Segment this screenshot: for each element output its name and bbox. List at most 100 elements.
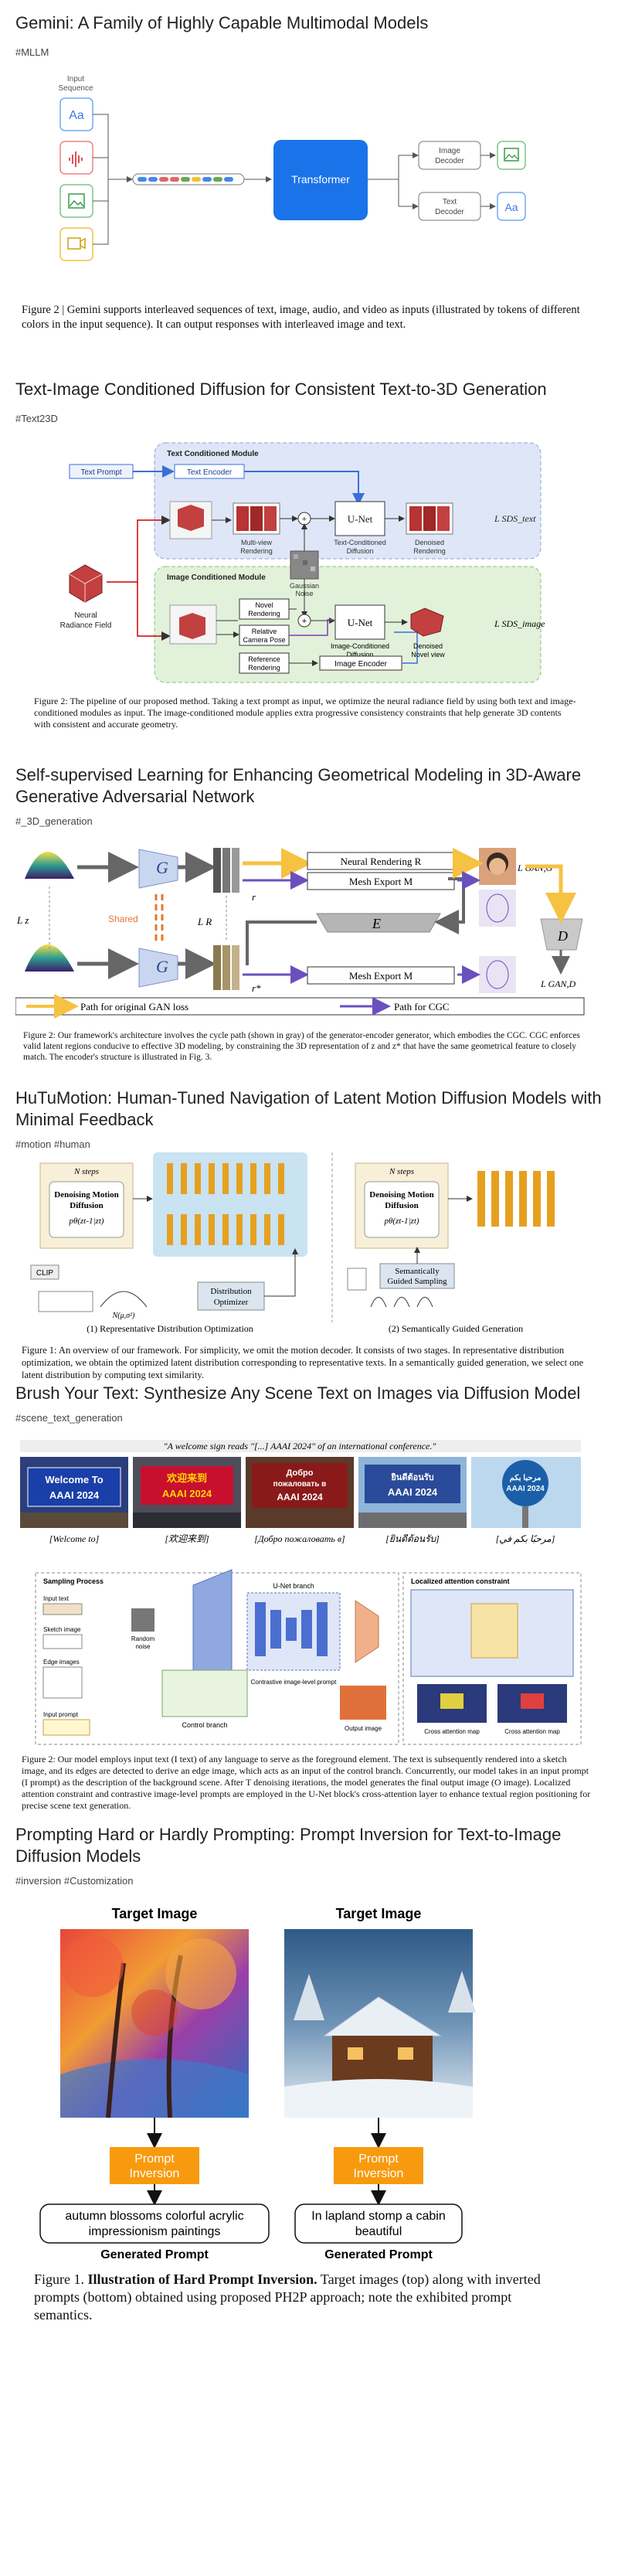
svg-text:Denoising Motion: Denoising Motion xyxy=(369,1190,433,1200)
caption-prefix: Figure 1. xyxy=(34,2271,84,2287)
svg-text:D: D xyxy=(557,928,568,944)
post-text23d: Text-Image Conditioned Diffusion for Con… xyxy=(0,371,618,761)
loss-r: L R xyxy=(197,916,212,927)
svg-text:Rendering: Rendering xyxy=(248,664,280,672)
loss-sds-image: L SDS_image xyxy=(494,618,545,629)
svg-text:Denoised: Denoised xyxy=(415,539,444,546)
generator-top xyxy=(138,849,178,889)
clip-box xyxy=(30,1264,59,1280)
svg-text:Control branch: Control branch xyxy=(182,1721,227,1729)
text-input-icon: Aa xyxy=(59,97,93,131)
caption-rest: Target images (top) along with inverted … xyxy=(34,2271,541,2322)
reference-rendering xyxy=(239,652,290,674)
face-mesh-top xyxy=(479,890,516,927)
svg-text:Mesh Export M: Mesh Export M xyxy=(349,876,413,887)
generated-motion xyxy=(477,1171,555,1227)
svg-text:"A welcome sign reads "[...] A: "A welcome sign reads "[...] AAAI 2024" … xyxy=(164,1441,437,1451)
svg-text:+: + xyxy=(302,515,307,524)
text-output-icon: Aa xyxy=(497,192,526,221)
svg-text:N steps: N steps xyxy=(73,1167,99,1176)
svg-text:Text Prompt: Text Prompt xyxy=(80,468,122,477)
svg-text:AAAI 2024: AAAI 2024 xyxy=(162,1488,212,1499)
loss-sds-text: L SDS_text xyxy=(494,513,536,524)
svg-text:Diffusion: Diffusion xyxy=(70,1201,103,1210)
svg-text:Novel: Novel xyxy=(255,601,273,609)
svg-text:Edge images: Edge images xyxy=(43,1659,80,1666)
sample-image-2: 欢迎来到 AAAI 2024 xyxy=(133,1457,241,1528)
image-output-icon xyxy=(497,141,526,170)
svg-text:r*: r* xyxy=(252,982,261,994)
sample-image-3: Добро пожаловать в AAAI 2024 xyxy=(246,1457,354,1528)
svg-text:Optimizer: Optimizer xyxy=(214,1298,249,1307)
post-tags: #inversion #Customization xyxy=(15,1875,134,1887)
svg-text:[欢迎来到]: [欢迎来到] xyxy=(165,1533,209,1544)
unet-image xyxy=(334,604,385,640)
svg-text:Cross attention map: Cross attention map xyxy=(424,1728,480,1735)
generated-prompt-label-left: Generated Prompt xyxy=(100,2248,209,2261)
svg-text:Radiance Field: Radiance Field xyxy=(60,621,112,630)
svg-text:Path for original GAN loss: Path for original GAN loss xyxy=(80,1001,188,1012)
quote-bar xyxy=(20,1440,581,1452)
svg-text:Prompt: Prompt xyxy=(134,2152,175,2166)
svg-text:Distribution: Distribution xyxy=(210,1287,252,1296)
svg-text:Aa: Aa xyxy=(69,109,84,122)
svg-text:Denoising Motion: Denoising Motion xyxy=(54,1190,118,1200)
face-mesh-bottom xyxy=(479,956,516,993)
loss-gan-d: L GAN,D xyxy=(540,978,576,989)
svg-text:N(μ,σ²): N(μ,σ²) xyxy=(112,1312,135,1320)
post-title: Prompting Hard or Hardly Prompting: Prom… xyxy=(15,1825,562,1866)
figure-caption: Figure 1. Illustration of Hard Prompt In… xyxy=(34,2271,544,2324)
target-image-label-right: Target Image xyxy=(336,1906,422,1921)
svg-text:CLIP: CLIP xyxy=(36,1269,54,1278)
svg-text:Diffusion: Diffusion xyxy=(385,1201,418,1210)
svg-text:N steps: N steps xyxy=(389,1167,414,1176)
svg-text:Novel view: Novel view xyxy=(411,651,445,658)
svg-text:欢迎来到: 欢迎来到 xyxy=(166,1472,207,1484)
shared-label: Shared xyxy=(108,914,138,924)
svg-text:[ยินดีต้อนรับ]: [ยินดีต้อนรับ] xyxy=(385,1533,440,1544)
post-prompt-inversion: Prompting Hard or Hardly Prompting: Prom… xyxy=(0,1824,618,2344)
svg-text:Reference: Reference xyxy=(248,655,280,663)
svg-text:Welcome To: Welcome To xyxy=(45,1474,103,1485)
latent-distribution-z xyxy=(25,852,74,879)
output-image xyxy=(340,1686,386,1720)
post-title: Self-supervised Learning for Enhancing G… xyxy=(15,765,582,806)
svg-text:noise: noise xyxy=(135,1643,151,1650)
svg-text:r: r xyxy=(252,891,256,903)
svg-text:Aa: Aa xyxy=(504,201,518,213)
distribution-optimizer xyxy=(197,1281,265,1311)
sample-image-5: مرحبا بكم AAAI 2024 xyxy=(471,1457,581,1528)
sample-image-1: Welcome To AAAI 2024 xyxy=(20,1457,128,1528)
svg-text:Diffusion: Diffusion xyxy=(347,547,374,555)
post-brushyourtext: Brush Your Text: Synthesize Any Scene Te… xyxy=(0,1380,618,1824)
post-tags: #motion #human xyxy=(15,1138,90,1150)
generator-bottom xyxy=(138,948,178,988)
svg-text:AAAI 2024: AAAI 2024 xyxy=(49,1489,100,1501)
svg-text:AAAI 2024: AAAI 2024 xyxy=(277,1492,323,1502)
svg-text:pθ(zt-1|zt): pθ(zt-1|zt) xyxy=(383,1217,419,1226)
figure-caption: Figure 2: Our framework's architecture i… xyxy=(23,1031,580,1062)
svg-text:Text Conditioned Module: Text Conditioned Module xyxy=(167,450,259,458)
figure-caption: Figure 2: Our model employs input text (… xyxy=(22,1754,591,1811)
svg-text:U-Net: U-Net xyxy=(348,513,373,525)
figure-caption: Figure 2: The pipeline of our proposed m… xyxy=(34,696,576,730)
post-title: Text-Image Conditioned Diffusion for Con… xyxy=(15,379,547,399)
transformer-block xyxy=(273,140,368,220)
svg-text:пожаловать в: пожаловать в xyxy=(273,1480,327,1489)
path-legend xyxy=(15,997,585,1016)
sample-image-4: ยินดีต้อนรับ AAAI 2024 xyxy=(358,1457,467,1528)
svg-text:Rendering: Rendering xyxy=(413,547,446,555)
svg-text:Rendering: Rendering xyxy=(248,610,280,618)
svg-text:G: G xyxy=(156,858,168,877)
unet-text xyxy=(334,501,385,536)
svg-text:مرحبا بكم: مرحبا بكم xyxy=(510,1474,542,1482)
svg-text:Contrastive image-level prompt: Contrastive image-level prompt xyxy=(251,1679,337,1686)
figure-caption: Figure 2 | Gemini supports interleaved s… xyxy=(22,304,580,331)
svg-text:Sketch image: Sketch image xyxy=(43,1626,81,1633)
svg-text:[مرحبًا بكم في]: [مرحبًا بكم في] xyxy=(496,1533,555,1544)
svg-text:[Добро пожаловать в]: [Добро пожаловать в] xyxy=(254,1533,345,1544)
prompt-inversion-box-left xyxy=(110,2147,199,2184)
text23d-figure: Text Conditioned Module Image Conditione… xyxy=(60,442,545,683)
prompt-inversion-figure: Target Image Target Image Prompt Inversi… xyxy=(39,1906,476,2261)
post-title: Brush Your Text: Synthesize Any Scene Te… xyxy=(15,1383,581,1403)
